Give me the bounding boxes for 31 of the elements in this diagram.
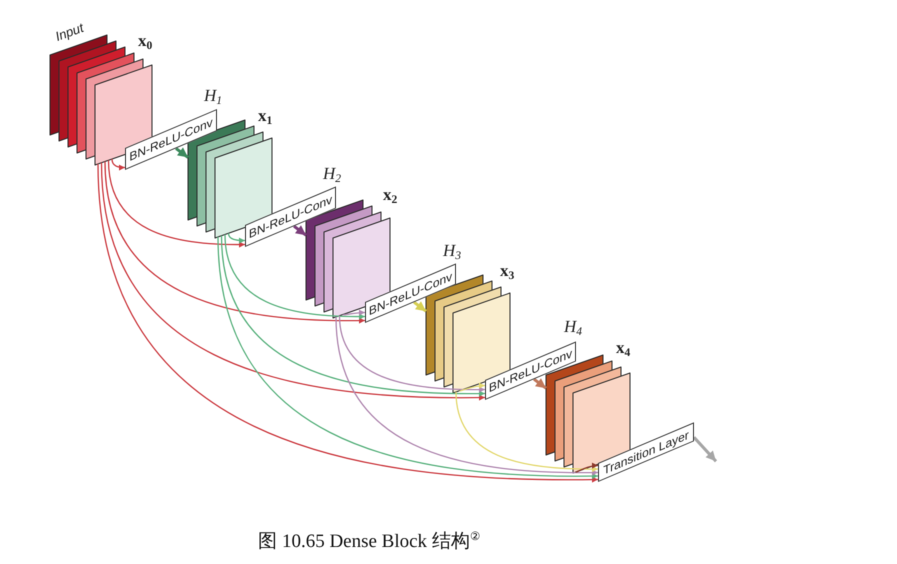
feature-map-label: x$_{0}$ [138,32,152,49]
feature-map-label: x$_{2}$ [383,186,398,203]
arrow [338,316,485,393]
arrow [342,310,366,316]
arrow [224,234,365,320]
arrow [533,378,547,390]
feature-map-label: x$_{1}$ [258,107,272,124]
arrow [228,233,245,244]
feature-map-label: x$_{4}$ [616,339,630,356]
layer-label: H$_{4}$ [564,318,582,335]
arrow [692,436,718,462]
arrow [455,392,598,472]
layer-label: H$_{2}$ [323,165,342,182]
arrow [104,161,365,324]
layer-label: H$_{1}$ [204,87,222,104]
arrow [175,147,189,159]
arrow [217,236,598,479]
layer-label: H$_{3}$ [443,242,462,259]
arrow [335,316,598,476]
feature-map-label: x$_{3}$ [500,262,514,279]
arrow [293,225,307,236]
arrow [97,164,598,482]
arrow [459,382,486,392]
arrow [111,158,125,170]
arrow [220,236,485,396]
stack-heading: Input [54,20,86,43]
arrow [413,301,427,312]
arrow [576,462,598,473]
arrow [108,160,245,248]
arrow [100,162,485,400]
figure-caption: 图 10.65 Dense Block 结构$^{②}$ [258,532,480,553]
